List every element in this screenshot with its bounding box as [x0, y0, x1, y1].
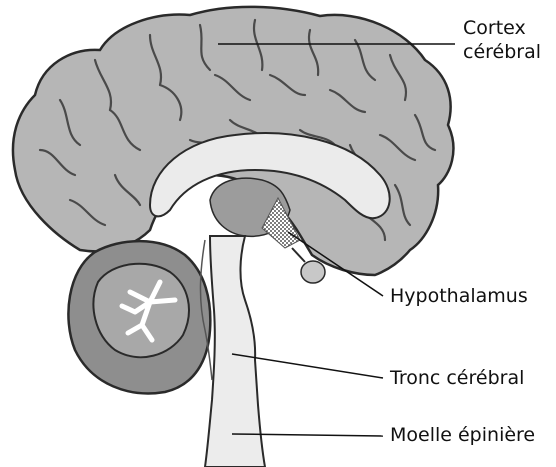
label-cortex-line1: Cortex — [463, 17, 526, 39]
label-moelle-epiniere: Moelle épinière — [390, 424, 535, 446]
pituitary-gland — [301, 261, 325, 283]
label-hypothalamus: Hypothalamus — [390, 285, 528, 307]
label-tronc-cerebral: Tronc cérébral — [389, 367, 524, 389]
pituitary-stalk — [292, 248, 305, 262]
cerebellum — [68, 241, 210, 393]
brainstem — [205, 236, 265, 467]
label-cortex-line2: cérébral — [463, 41, 541, 63]
